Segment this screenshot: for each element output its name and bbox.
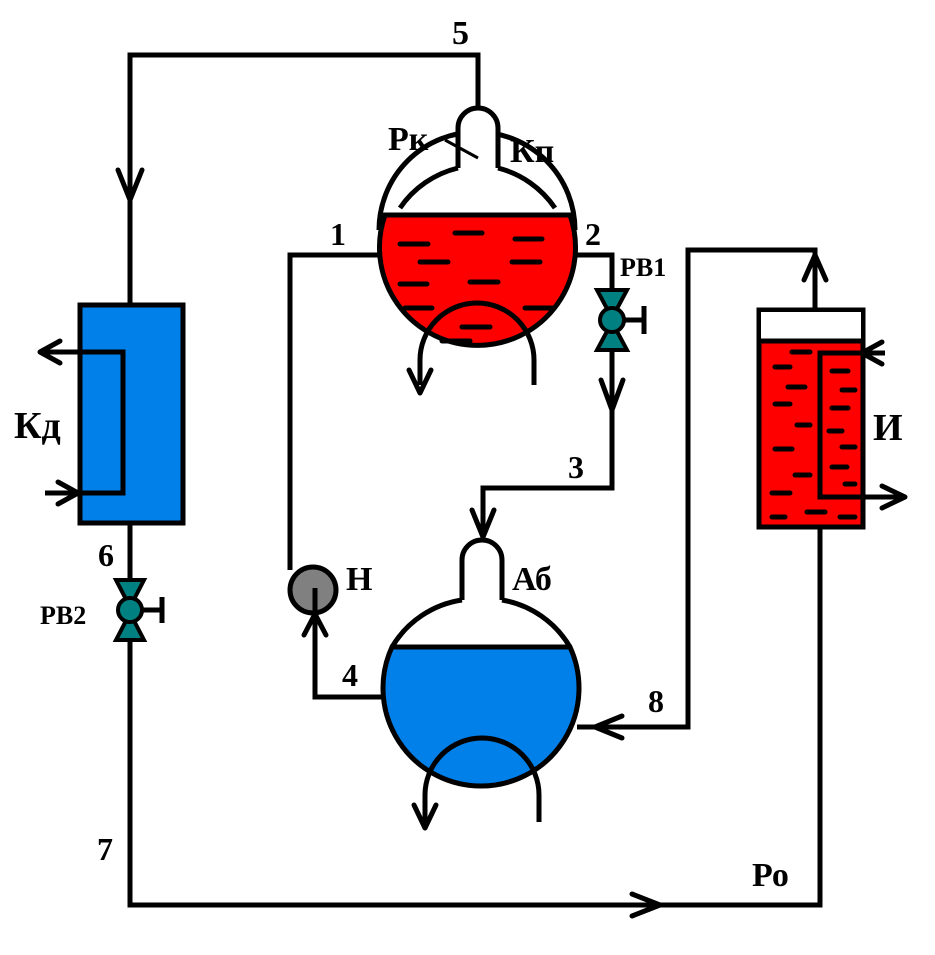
arrow-down-icon (115, 167, 145, 203)
valve-rv2[interactable] (112, 578, 165, 642)
pipe-8 (577, 247, 818, 730)
point-label-3: 3 (568, 449, 584, 485)
arrow-down-icon (469, 507, 497, 540)
arrow-up-icon (301, 611, 329, 638)
pipe-2-3 (480, 252, 615, 540)
pump-label: Н (346, 561, 372, 598)
point-label-7: 7 (97, 831, 113, 867)
valve1-label: РВ1 (620, 253, 666, 282)
pressure-label-rk: Рк (388, 121, 429, 158)
valve2-label: РВ2 (40, 601, 86, 630)
point-label-2: 2 (585, 216, 601, 252)
pipe-5 (127, 52, 481, 305)
evaporator (756, 307, 908, 530)
pipe-6-7 (127, 523, 823, 908)
point-label-4: 4 (342, 657, 358, 693)
generator (376, 105, 578, 396)
valve-rv1[interactable] (593, 288, 647, 352)
arrow-down-icon (598, 377, 626, 413)
point-label-8: 8 (648, 683, 664, 719)
absorber-label: Аб (512, 561, 552, 598)
arrow-left-icon (592, 713, 625, 741)
condenser-label: Кд (14, 405, 61, 447)
condenser (77, 302, 186, 526)
evaporator-label: И (873, 407, 903, 449)
pipe-4 (312, 588, 385, 700)
absorber (380, 537, 582, 831)
point-label-6: 6 (98, 537, 114, 573)
point-label-1: 1 (330, 216, 346, 252)
low-pressure-label: Ро (752, 857, 789, 894)
arrow-left-icon (37, 338, 63, 366)
arrow-up-icon (801, 252, 829, 283)
arrow-right-icon (55, 479, 81, 507)
condenser-coil (40, 349, 126, 496)
arrow-right-icon (629, 891, 663, 919)
generator-label: Кп (510, 133, 554, 170)
point-label-5: 5 (452, 15, 469, 52)
pipe-1 (287, 252, 379, 570)
